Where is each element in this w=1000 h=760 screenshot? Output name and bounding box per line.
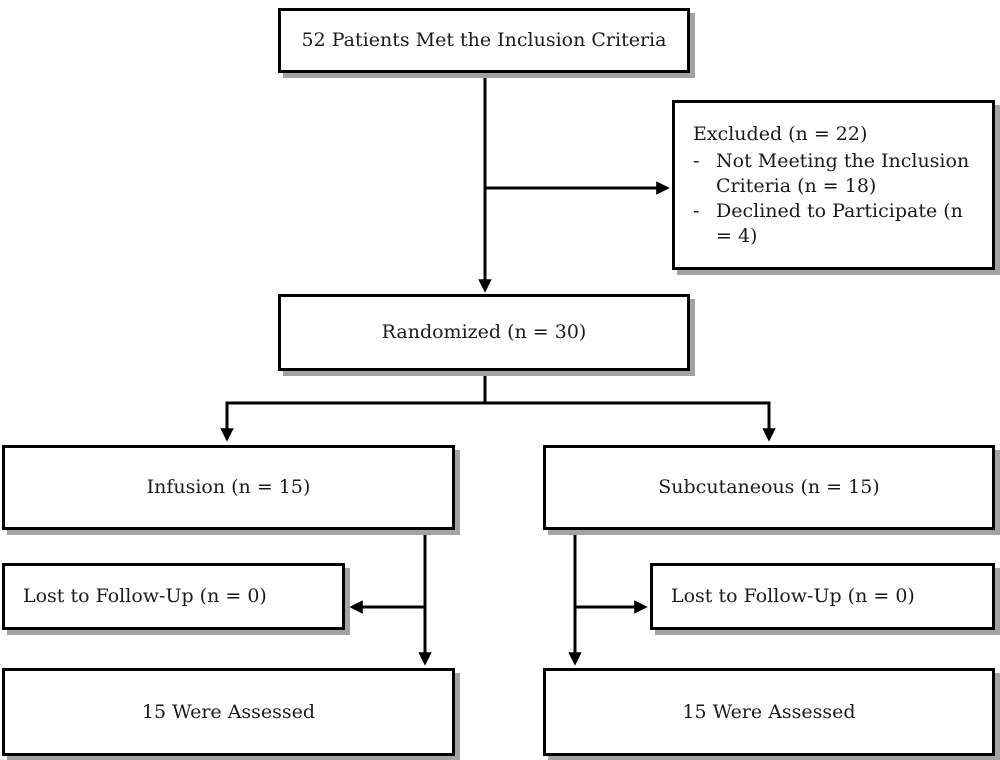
excluded-item-text: Not Meeting the Inclusion Criteria (n = … bbox=[716, 150, 970, 198]
excluded-heading: Excluded (n = 22) bbox=[693, 122, 868, 145]
excluded-item: - Declined to Participate (n = 4) bbox=[693, 199, 982, 248]
node-randomized: Randomized (n = 30) bbox=[278, 294, 690, 371]
node-inclusion: 52 Patients Met the Inclusion Criteria bbox=[278, 8, 690, 73]
node-randomized-label: Randomized (n = 30) bbox=[381, 321, 587, 344]
excluded-item-text: Declined to Participate (n = 4) bbox=[716, 199, 963, 247]
excluded-item-bullet: - bbox=[693, 199, 700, 222]
node-assessed-subcutaneous-label: 15 Were Assessed bbox=[682, 700, 856, 723]
node-inclusion-label: 52 Patients Met the Inclusion Criteria bbox=[301, 29, 667, 52]
node-lost-infusion-label: Lost to Follow-Up (n = 0) bbox=[23, 585, 267, 608]
node-excluded: Excluded (n = 22) - Not Meeting the Incl… bbox=[672, 100, 995, 270]
node-infusion-label: Infusion (n = 15) bbox=[146, 476, 311, 499]
node-lost-infusion: Lost to Follow-Up (n = 0) bbox=[2, 563, 345, 630]
node-subcutaneous: Subcutaneous (n = 15) bbox=[543, 445, 995, 530]
node-lost-subcutaneous-label: Lost to Follow-Up (n = 0) bbox=[671, 585, 915, 608]
node-subcutaneous-label: Subcutaneous (n = 15) bbox=[658, 476, 880, 499]
excluded-item-bullet: - bbox=[693, 150, 700, 173]
excluded-item: - Not Meeting the Inclusion Criteria (n … bbox=[693, 149, 982, 198]
node-lost-subcutaneous: Lost to Follow-Up (n = 0) bbox=[650, 563, 995, 630]
node-infusion: Infusion (n = 15) bbox=[2, 445, 455, 530]
node-assessed-subcutaneous: 15 Were Assessed bbox=[543, 668, 995, 756]
node-assessed-infusion-label: 15 Were Assessed bbox=[141, 700, 316, 723]
node-assessed-infusion: 15 Were Assessed bbox=[2, 668, 455, 756]
